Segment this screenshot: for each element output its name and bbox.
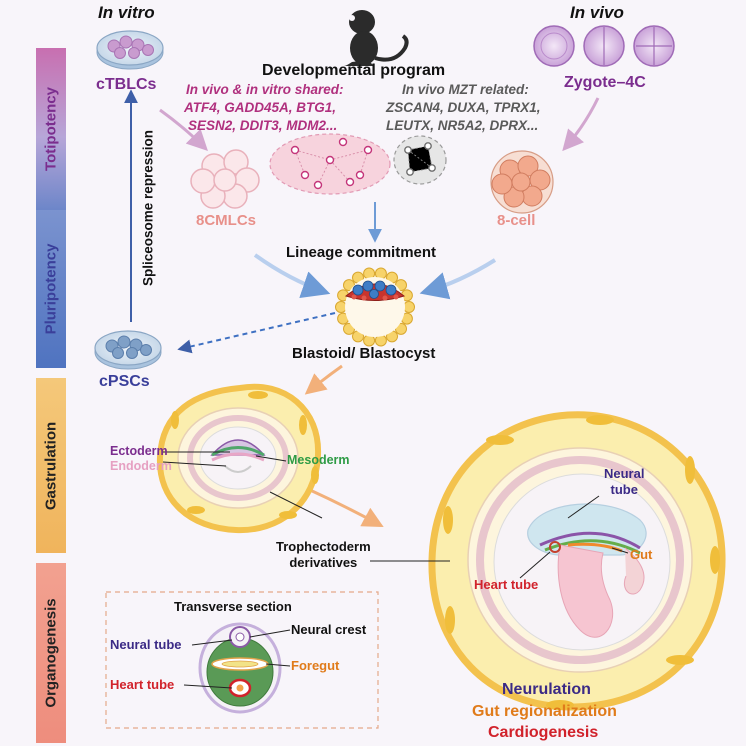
totipotency-label: Totipotency [42, 87, 60, 171]
embryo-neural-tube-label: Neural tube [604, 466, 644, 498]
blastoid-to-cpscs-arrow [177, 312, 336, 354]
blastoid-label: Blastoid/ Blastocyst [292, 345, 436, 362]
leader-lines [162, 451, 629, 689]
8cmlcs-to-blastoid-arrow [253, 253, 331, 298]
cardiogenesis-label: Cardiogenesis [488, 724, 599, 741]
blastocyst [335, 267, 415, 347]
program-title: Developmental program [262, 62, 446, 79]
ctblcs-label: cTBLCs [96, 76, 157, 93]
shared-genes-line-1: ATF4, GADD45A, BTG1, [184, 100, 337, 115]
transverse-heart-tube-label: Heart tube [110, 677, 175, 692]
in-vivo-header: In vivo [570, 3, 624, 22]
neurulation-label: Neurulation [502, 681, 591, 698]
embryo-gut-label: Gut [630, 547, 653, 562]
zygote-to-8cell-arrow [562, 97, 600, 152]
mzt-genes-line-1: ZSCAN4, DUXA, TPRX1, [386, 100, 541, 115]
mzt-gene-network [393, 135, 447, 185]
ectoderm-label: Ectoderm [110, 444, 168, 458]
eight-cell-embryo [490, 150, 554, 214]
shared-genes-title: In vivo & in vitro shared: [186, 82, 344, 97]
lineage-commitment-label: Lineage commitment [286, 244, 437, 261]
trophectoderm-line-2: derivatives [289, 555, 358, 570]
trophectoderm-cell [403, 301, 415, 313]
totipotency-bar-label-box: Totipotency [36, 48, 66, 210]
zygote-label: Zygote–4C [564, 74, 646, 91]
cpscs-label: cPSCs [99, 373, 150, 390]
gastrula-embryo [156, 383, 322, 534]
foregut-label: Foregut [291, 658, 340, 673]
cmlcs-cluster [190, 149, 260, 209]
organogenesis-bar-label-box: Organogenesis [36, 563, 66, 743]
embryo-neural-tube-line-1: Neural [604, 466, 645, 481]
transverse-section-title: Transverse section [174, 599, 292, 614]
neural-crest-label: Neural crest [291, 622, 367, 637]
organogenesis-label: Organogenesis [42, 598, 60, 708]
cmlcs-label: 8CMLCs [196, 212, 257, 229]
embryo-heart-tube-label: Heart tube [474, 577, 539, 592]
spliceosome-label: Spliceosome repression [140, 129, 156, 286]
8cell-to-blastoid-arrow [419, 258, 497, 300]
trophectoderm-cell [335, 301, 347, 313]
pluripotency-bar-label-box: Pluripotency [36, 210, 66, 368]
monkey-icon [344, 10, 409, 66]
pluripotency-bar [36, 210, 66, 368]
organogenesis-bar [36, 563, 66, 743]
gastrulation-bar [36, 378, 66, 553]
trophectoderm-label: Trophectoderm derivatives [276, 539, 371, 571]
pluripotency-label: Pluripotency [42, 243, 60, 335]
blastocyst-to-gastrula-arrow [304, 364, 343, 395]
mesoderm-label: Mesoderm [287, 453, 350, 467]
eight-cell-label: 8-cell [497, 212, 536, 229]
mzt-genes-title: In vivo MZT related: [402, 82, 529, 97]
shared-genes-line-2: SESN2, DDIT3, MDM2... [188, 118, 338, 133]
cpscs-dish [94, 330, 162, 370]
spliceosome-label-box: Spliceosome repression [138, 110, 158, 305]
gastrulation-bar-label-box: Gastrulation [36, 378, 66, 553]
gastrula-to-organogenesis-arrow [309, 488, 384, 528]
transverse-section-diagram [198, 622, 282, 714]
mzt-genes-line-2: LEUTX, NR5A2, DPRX... [386, 118, 539, 133]
totipotency-bar [36, 48, 66, 210]
transverse-section-box [105, 591, 379, 729]
zygote-cells [533, 25, 675, 67]
ctblcs-dish [96, 30, 164, 70]
shared-gene-network [269, 133, 391, 195]
organogenesis-embryo [428, 411, 726, 711]
transverse-neural-tube-label: Neural tube [110, 637, 182, 652]
in-vitro-header: In vitro [98, 3, 155, 22]
gut-regionalization-label: Gut regionalization [472, 703, 617, 720]
gastrulation-label: Gastrulation [42, 421, 60, 510]
shared-genes-list: ATF4, GADD45A, BTG1, SESN2, DDIT3, MDM2.… [184, 99, 337, 135]
endoderm-label: Endoderm [110, 459, 172, 473]
trophectoderm-line-1: Trophectoderm [276, 539, 371, 554]
ctblcs-to-8cmlcs-arrow [159, 108, 208, 151]
embryo-neural-tube-line-2: tube [610, 482, 638, 497]
mzt-genes-list: ZSCAN4, DUXA, TPRX1, LEUTX, NR5A2, DPRX.… [386, 99, 541, 135]
